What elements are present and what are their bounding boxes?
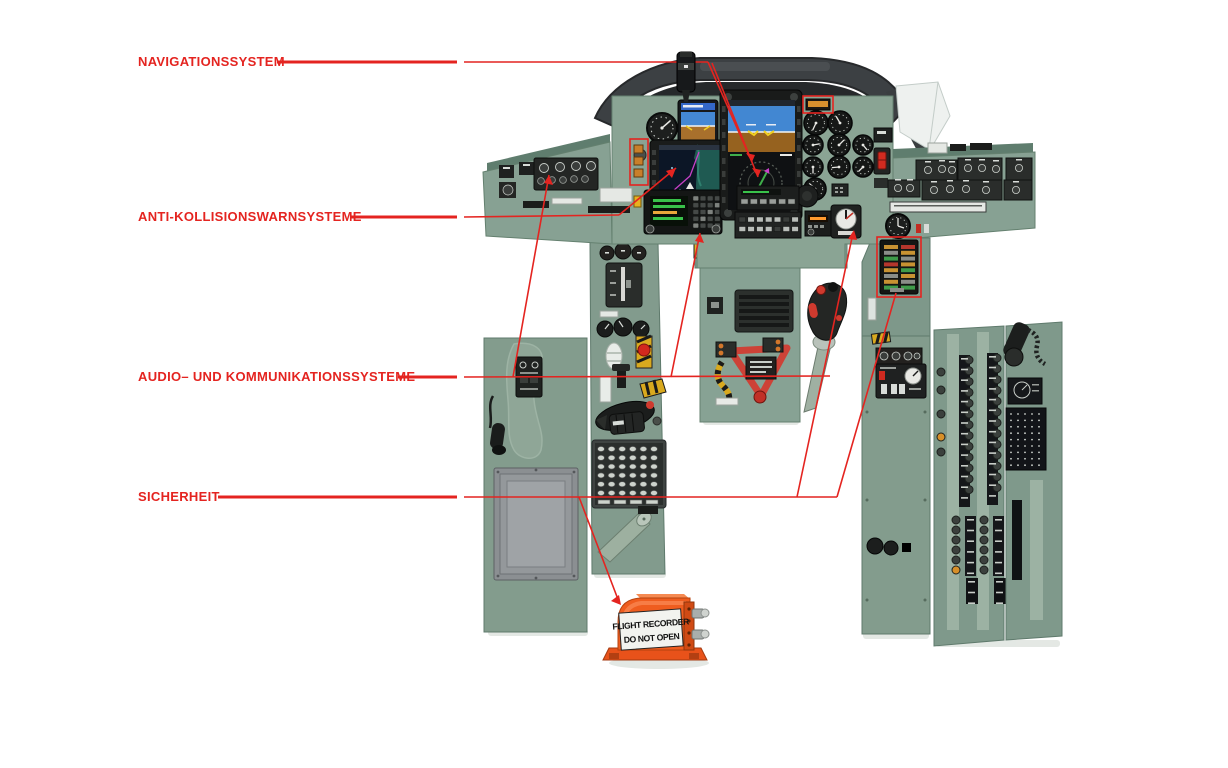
callout-audio-und-kommunikationssysteme: AUDIO– UND KOMMUNIKATIONSSYSTEME: [138, 369, 416, 384]
yellow-tab: [633, 195, 642, 208]
magnetic-compass: [676, 51, 696, 102]
callout-sicherheit: SICHERHEIT: [138, 489, 220, 504]
folded-map: [895, 81, 951, 151]
metal-cylinder: [597, 506, 658, 563]
breaker-label-strip: [987, 353, 998, 505]
dial-placard: [1007, 377, 1043, 405]
highlight-annunciator-strip: [802, 95, 834, 114]
canteen: [605, 342, 623, 370]
warning-annunciator-panel: [879, 239, 919, 295]
standby-adi: [677, 99, 719, 145]
vertical-placard: [994, 578, 1006, 604]
info-placard: [599, 187, 633, 203]
t-handle: [612, 364, 630, 388]
microphone: [488, 395, 506, 455]
transponder: [804, 210, 832, 237]
right-wing-panel-instruments: [887, 142, 1033, 213]
fuse-panel-console: [1003, 321, 1063, 641]
annunciator-strip-highlight: [805, 98, 831, 111]
mini-switch: [924, 224, 929, 233]
leader-safety: [218, 230, 897, 605]
flap-lever-panel: [605, 262, 643, 308]
warning-plate: FLIGHT RECORDER DO NOT OPEN: [612, 608, 690, 651]
mfd-bezel-highlight: [633, 144, 644, 178]
mini-keypad: [831, 183, 849, 197]
knob: [652, 416, 662, 426]
lighting-knob-panel: [875, 347, 923, 365]
oxygen-keypad-panel: [591, 439, 667, 509]
standby-attitude-gauge: [646, 112, 678, 144]
breaker-label-strip: [959, 355, 970, 507]
clock-gauge: [885, 213, 911, 239]
audio-selector-panel: [734, 211, 802, 239]
connector-plug: [691, 608, 710, 640]
callout-leader-lines: [218, 60, 897, 605]
mini-switch: [916, 224, 921, 233]
callout-navigationssystem: NAVIGATIONSSYSTEM: [138, 54, 285, 69]
com-radio-panel: [736, 185, 800, 211]
knob: [866, 537, 884, 555]
pressurization-panel: [875, 363, 927, 399]
fire-pull-handle: [635, 334, 653, 369]
access-door: [493, 467, 579, 581]
pressure-gauge-trio: [596, 317, 650, 338]
highlight-mfd-bezel: [629, 138, 649, 186]
left-console: [483, 337, 588, 633]
audio-knob-panel: [533, 157, 599, 191]
trim-switch: [499, 165, 514, 178]
mid-left-console: [589, 241, 667, 575]
left-wing-panel-instruments: [499, 157, 679, 214]
switch: [874, 178, 888, 188]
highlight-warning-panel: [876, 236, 922, 298]
flight-recorder: FLIGHT RECORDER DO NOT OPEN: [602, 594, 710, 661]
gear-emergency-handle: [714, 360, 739, 406]
control-stick: [803, 282, 848, 413]
leader-navigation: [277, 60, 761, 178]
connector: [902, 543, 911, 552]
flight-recorder-text-line2: DO NOT OPEN: [623, 631, 680, 645]
handset: [1003, 322, 1047, 367]
elt-remote-dial: [830, 204, 862, 239]
callout-anti-kollisionswarnsysteme: ANTI-KOLLISIONSWARNSYSTEME: [138, 209, 362, 224]
gps-nav-radio: [643, 189, 723, 235]
leader-audio-comms: [398, 174, 831, 379]
vent-grille: [734, 289, 794, 333]
red-rocker-switch: [873, 147, 891, 175]
knob: [883, 540, 899, 556]
toga-switch: [873, 127, 893, 143]
lift-canister: [608, 411, 645, 435]
highlight-boxes: [629, 95, 922, 298]
rudder-triangle-frame: [715, 337, 791, 404]
pull-placard: [599, 375, 612, 403]
fuse-grid: [1005, 407, 1047, 471]
circuit-breaker-console: [933, 325, 1006, 647]
trim-knob-trio: [599, 242, 647, 261]
vertical-placard: [966, 578, 978, 604]
placard: [599, 310, 619, 318]
mount-bracket: [683, 601, 695, 651]
